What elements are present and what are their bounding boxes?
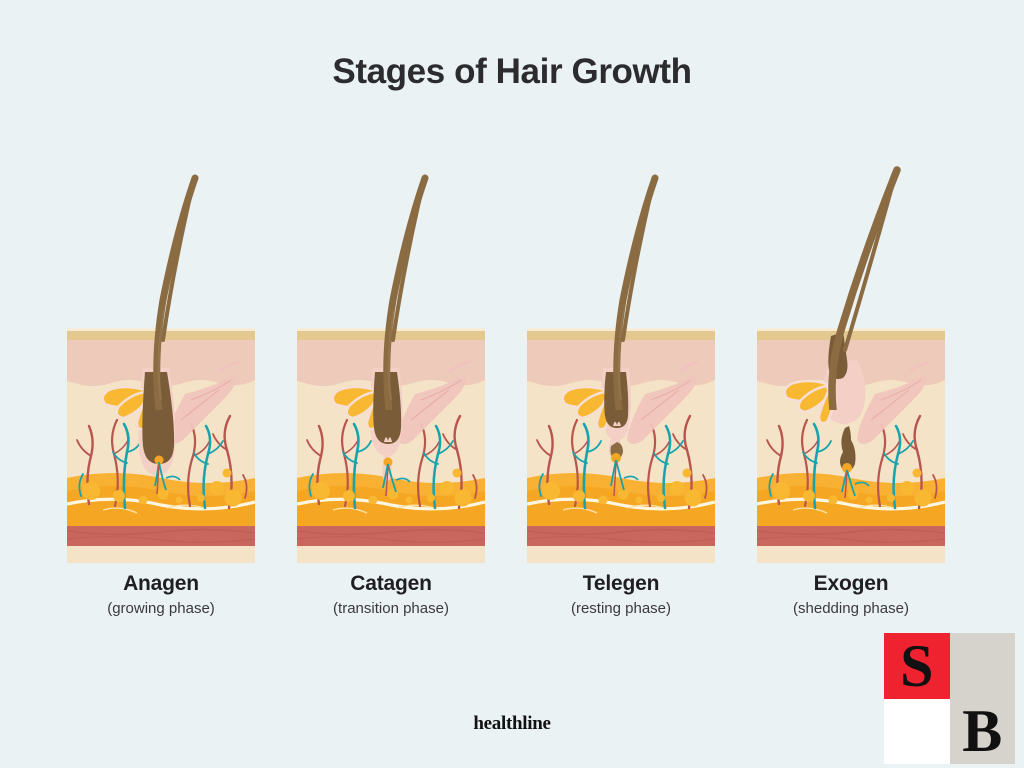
logo-letter-s: S — [884, 633, 950, 699]
stage-diagram-exogen — [757, 166, 945, 563]
page-title: Stages of Hair Growth — [332, 52, 692, 91]
stage-phase-telegen: (resting phase) — [570, 600, 672, 617]
logo-cell-top-right — [949, 633, 1015, 699]
logo-cell-bottom-left — [884, 698, 950, 764]
stage-name-telegen: Telegen — [582, 572, 660, 595]
stage-name-exogen: Exogen — [813, 572, 889, 595]
caption-exogen: Exogen (shedding phase) — [757, 572, 945, 617]
stage-name-anagen: Anagen — [123, 572, 199, 595]
caption-catagen: Catagen (transition phase) — [297, 572, 485, 617]
logo-letter-b: B — [949, 698, 1015, 764]
stage-phase-exogen: (shedding phase) — [793, 600, 909, 617]
stage-captions: Anagen (growing phase) Catagen (transiti… — [67, 572, 957, 617]
stage-phase-catagen: (transition phase) — [333, 600, 449, 617]
stage-diagram-telegen — [527, 174, 715, 563]
stage-diagram-anagen — [67, 174, 255, 563]
stage-phase-anagen: (growing phase) — [107, 600, 215, 617]
caption-telegen: Telegen (resting phase) — [527, 572, 715, 617]
publisher-logo: S B — [884, 633, 1015, 764]
stage-panels — [67, 166, 957, 563]
caption-anagen: Anagen (growing phase) — [67, 572, 255, 617]
healthline-wordmark: healthline — [473, 713, 551, 734]
stage-name-catagen: Catagen — [350, 572, 432, 595]
stage-diagram-catagen — [297, 174, 485, 563]
